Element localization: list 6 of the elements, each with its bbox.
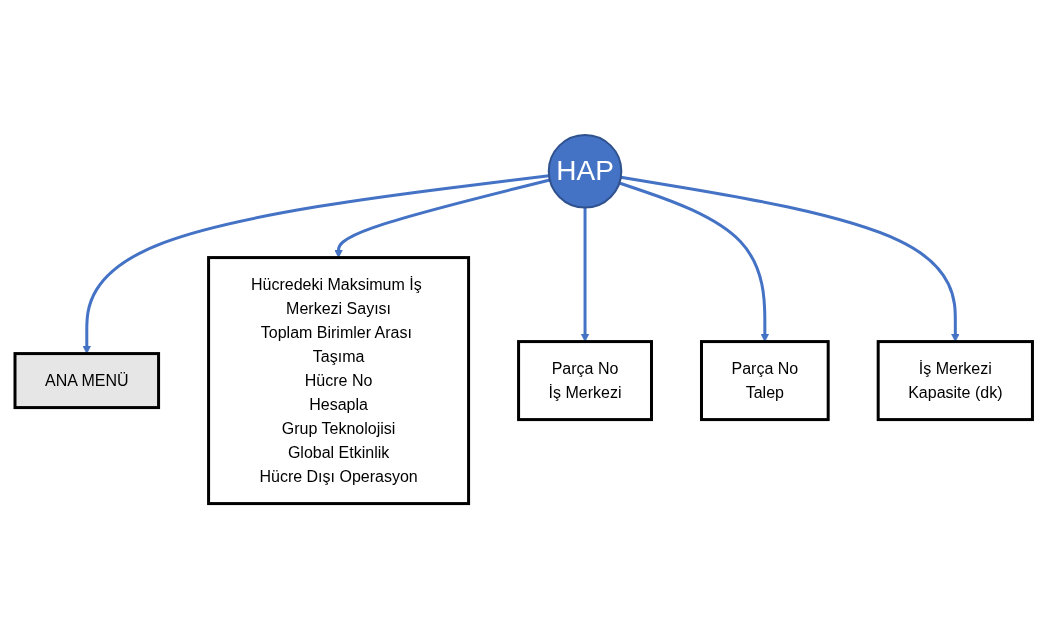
node-box: Parça No Talep <box>700 340 830 422</box>
node-box: İş Merkezi Kapasite (dk) <box>876 340 1035 422</box>
node-box: Parça No İş Merkezi <box>517 340 654 422</box>
node-box: ANA MENÜ <box>13 352 161 410</box>
node-circle: HAP <box>548 134 623 209</box>
node-box: Hücredeki Maksimum İş Merkezi Sayısı Toplam Birimler Arası Taşıma Hücre No Hesapla Grup Teknolojisi Global Etkinlik Hücre Dışı Operasyon <box>207 256 471 506</box>
